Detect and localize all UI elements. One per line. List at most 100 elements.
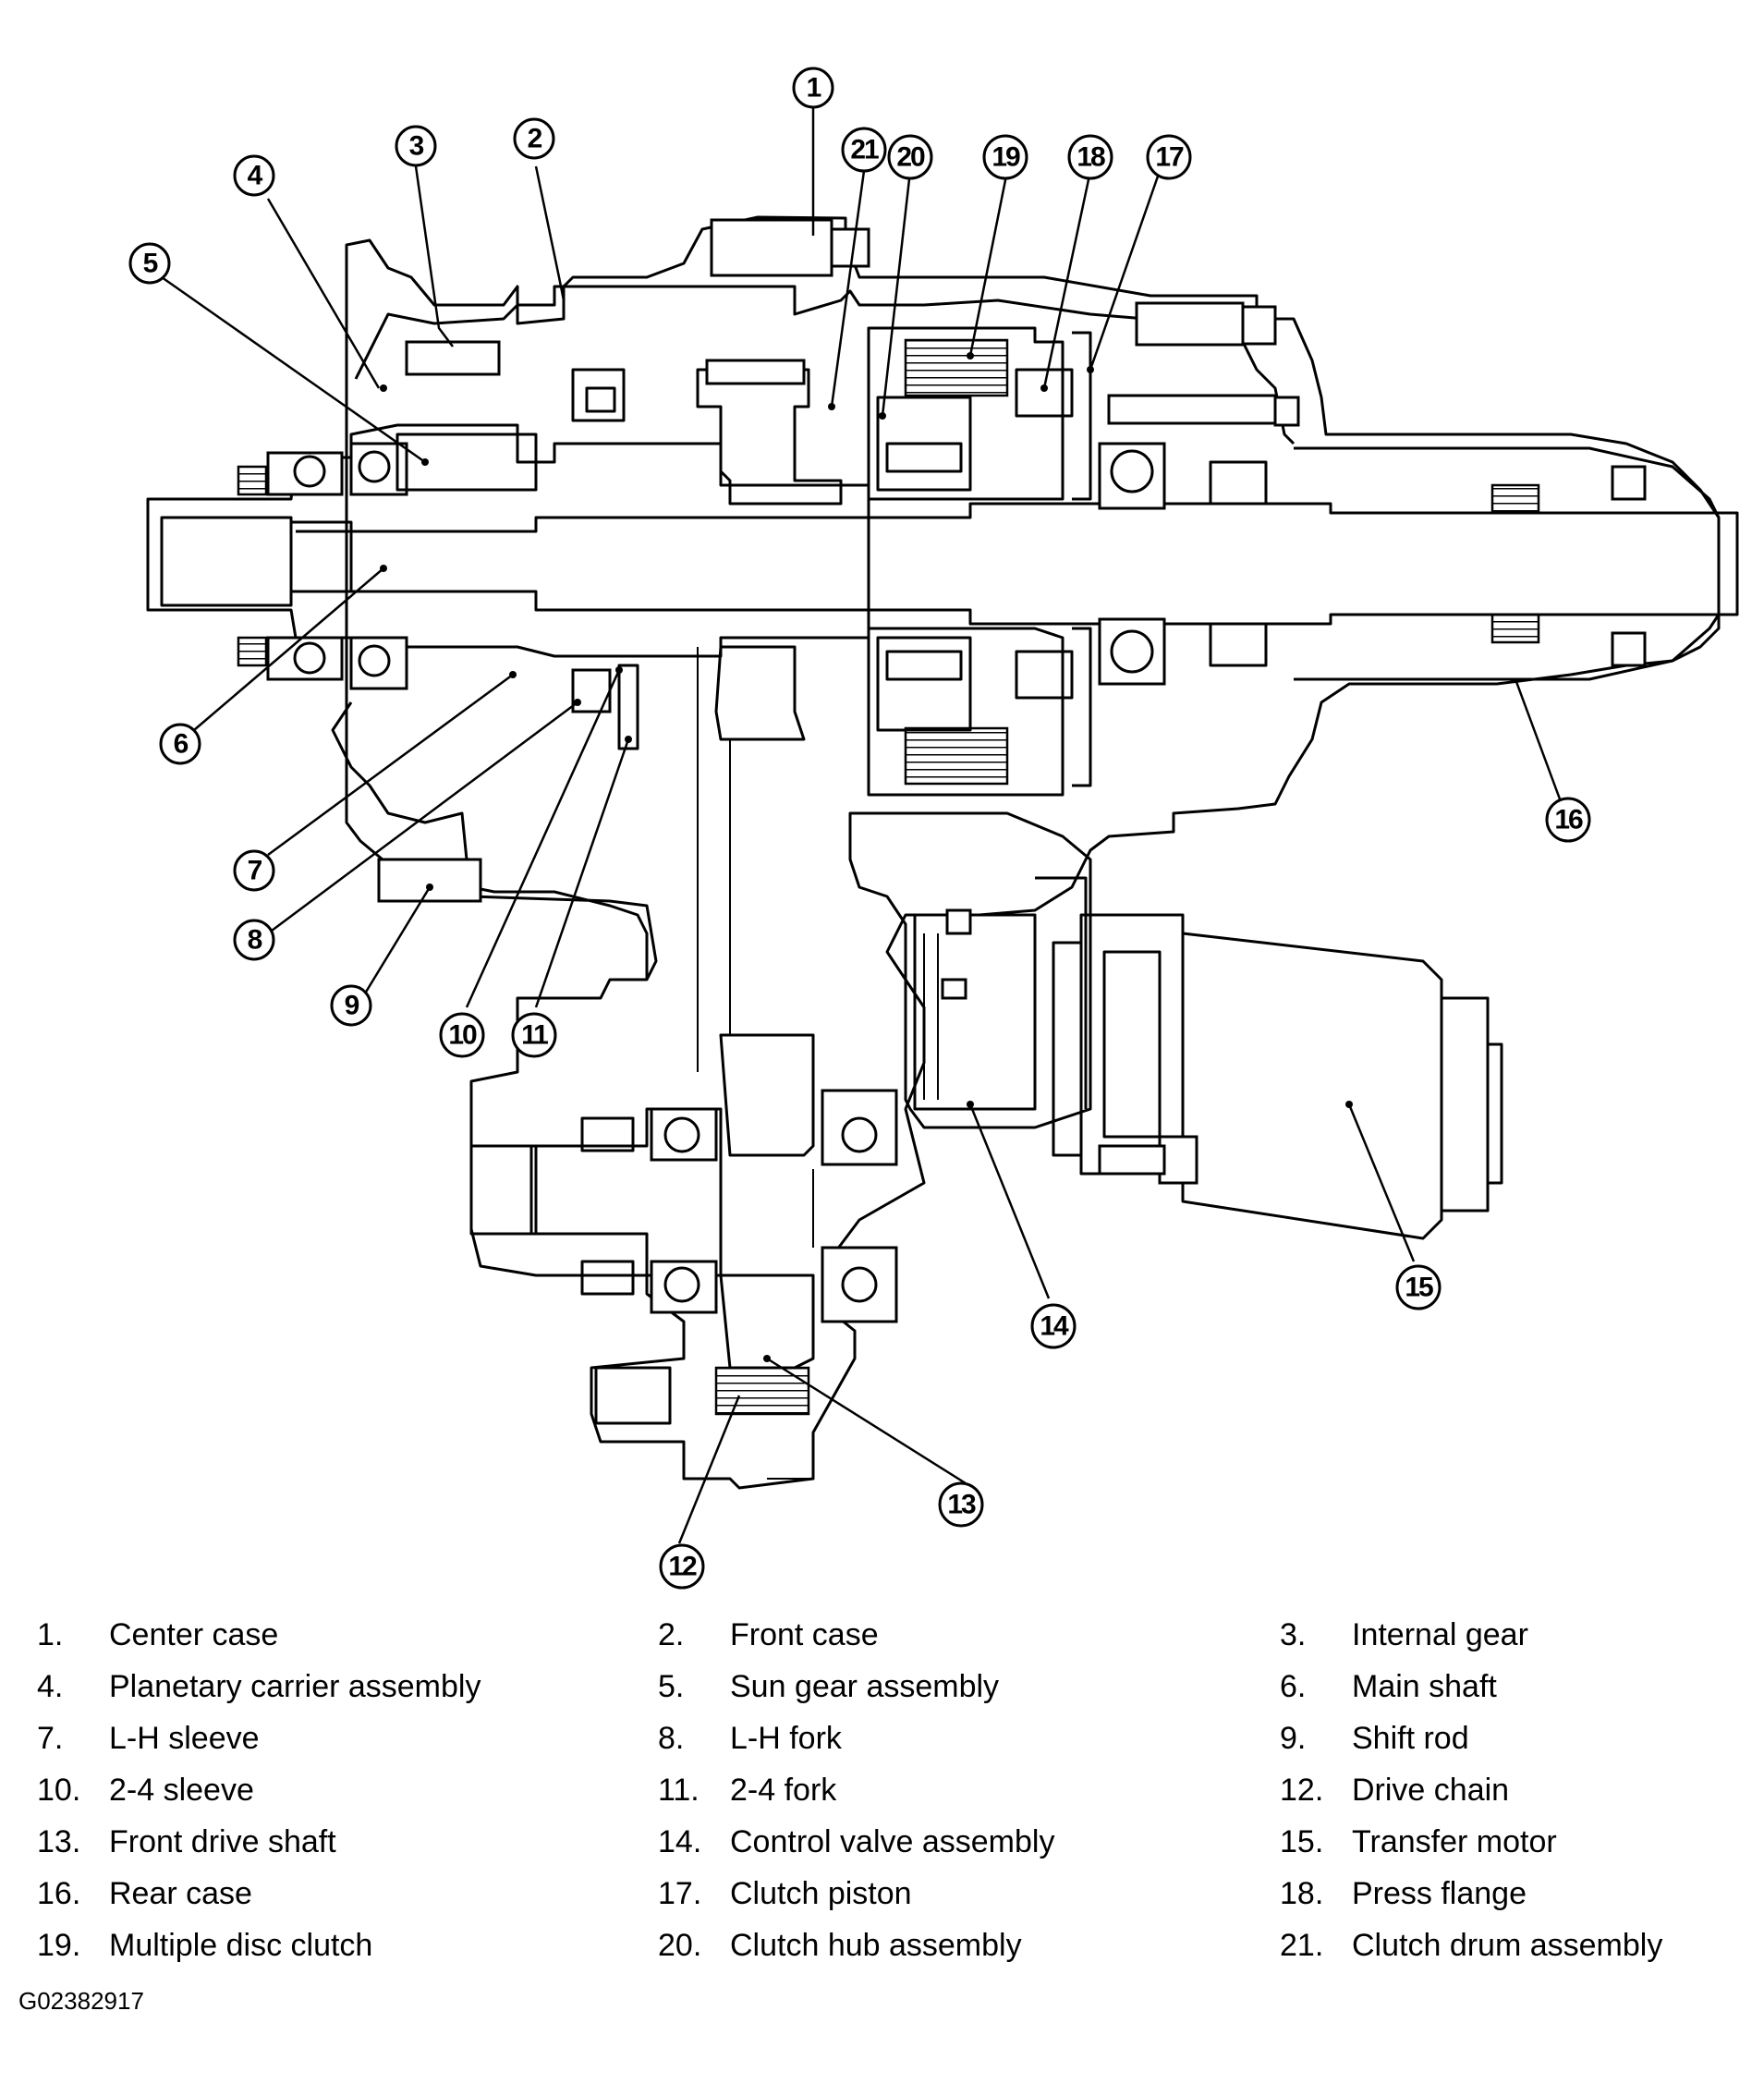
planetary-carrier: [395, 433, 538, 492]
legend-label: Clutch hub assembly: [730, 1928, 1022, 1963]
legend-number: 8.: [658, 1721, 685, 1756]
callout-1: 1: [792, 67, 834, 109]
legend-label: Rear case: [109, 1876, 252, 1911]
svg-text:17: 17: [1155, 142, 1184, 173]
legend-label: L-H sleeve: [109, 1721, 260, 1756]
figure-id: G02382917: [18, 1987, 144, 2015]
leader-lines: [161, 102, 1563, 1544]
legend-number: 11.: [658, 1773, 700, 1808]
legend-label: Internal gear: [1352, 1617, 1528, 1652]
legend-number: 13.: [37, 1824, 81, 1859]
svg-text:20: 20: [896, 142, 925, 173]
legend-number: 10.: [37, 1773, 81, 1808]
legend-label: Front case: [730, 1617, 879, 1652]
svg-text:6: 6: [174, 729, 189, 760]
legend-label: Drive chain: [1352, 1773, 1510, 1808]
two-four-fork: [617, 664, 639, 750]
legend-label: Center case: [109, 1617, 279, 1652]
legend-label: Main shaft: [1352, 1669, 1497, 1704]
rear-case: [1294, 446, 1721, 518]
callout-11: 11: [511, 1012, 557, 1058]
front-case-outline: [354, 285, 1296, 445]
legend-label: 2-4 fork: [730, 1773, 837, 1808]
internal-gear-block: [405, 340, 501, 376]
legend-label: L-H fork: [730, 1721, 842, 1756]
svg-text:1: 1: [807, 73, 821, 104]
callout-4: 4: [233, 154, 275, 197]
legend-label: Front drive shaft: [109, 1824, 336, 1859]
svg-text:2: 2: [528, 124, 542, 154]
svg-text:16: 16: [1554, 805, 1583, 835]
svg-text:21: 21: [850, 135, 879, 165]
svg-text:19: 19: [991, 142, 1020, 173]
transfer-case-cutaway-diagram: 1 2 3 4 5 6 7 8 9 10 11 12 13 14 15 16 1…: [128, 67, 1739, 1590]
center-case-outline: [345, 215, 1721, 1490]
legend-number: 15.: [1280, 1824, 1324, 1859]
legend-number: 18.: [1280, 1876, 1324, 1911]
svg-text:10: 10: [448, 1020, 477, 1051]
front-case-lower: [331, 701, 649, 980]
callout-9: 9: [330, 984, 372, 1027]
legend-number: 7.: [37, 1721, 64, 1756]
front-output-housing: [146, 423, 870, 658]
clutch-drum: [867, 326, 1064, 501]
main-shaft: [296, 502, 1739, 626]
callout-6: 6: [159, 723, 201, 765]
svg-text:18: 18: [1077, 142, 1105, 173]
callout-2: 2: [513, 117, 555, 160]
shift-rod: [377, 858, 482, 903]
legend-number: 16.: [37, 1876, 81, 1911]
callout-21: 21: [841, 127, 887, 173]
rear-bearing-lower: [1098, 617, 1166, 686]
front-output-bearing-upper: [650, 1089, 898, 1166]
callout-12: 12: [659, 1543, 705, 1590]
multiple-disc-clutch-upper: [904, 338, 1009, 397]
front-bearing-lower: [266, 636, 408, 690]
legend-number: 17.: [658, 1876, 702, 1911]
callout-10: 10: [439, 1012, 485, 1058]
svg-text:9: 9: [345, 991, 359, 1021]
callout-15: 15: [1395, 1264, 1442, 1310]
legend-number: 12.: [1280, 1773, 1324, 1808]
legend-number: 2.: [658, 1617, 685, 1652]
legend-label: Transfer motor: [1352, 1824, 1557, 1859]
multiple-disc-clutch-lower: [904, 726, 1009, 786]
legend-number: 4.: [37, 1669, 64, 1704]
legend-number: 21.: [1280, 1928, 1324, 1963]
svg-text:15: 15: [1405, 1273, 1433, 1303]
callout-16: 16: [1545, 797, 1591, 843]
legend-label: Shift rod: [1352, 1721, 1469, 1756]
callout-19: 19: [982, 134, 1028, 180]
callout-3: 3: [395, 125, 437, 167]
legend-label: Press flange: [1352, 1876, 1527, 1911]
legend-number: 14.: [658, 1824, 702, 1859]
parts-legend: 1. Center case 2. Front case 3. Internal ge…: [0, 1613, 1764, 1982]
svg-text:5: 5: [143, 249, 158, 279]
callouts: 1 2 3 4 5 6 7 8 9 10 11 12 13 14 15 16 1…: [128, 67, 1591, 1590]
callout-17: 17: [1146, 134, 1192, 180]
svg-text:11: 11: [521, 1020, 548, 1051]
svg-text:7: 7: [248, 856, 262, 886]
callout-13: 13: [938, 1481, 984, 1528]
legend-number: 3.: [1280, 1617, 1307, 1652]
callout-8: 8: [233, 919, 275, 961]
legend-number: 9.: [1280, 1721, 1307, 1756]
svg-text:3: 3: [409, 131, 424, 162]
legend-label: Clutch piston: [730, 1876, 912, 1911]
legend-number: 6.: [1280, 1669, 1307, 1704]
svg-text:4: 4: [248, 161, 263, 191]
front-output-bearing-lower: [650, 1246, 898, 1323]
svg-text:13: 13: [947, 1490, 976, 1520]
legend-number: 1.: [37, 1617, 64, 1652]
legend-number: 20.: [658, 1928, 702, 1963]
legend-label: Multiple disc clutch: [109, 1928, 373, 1963]
legend-label: Planetary carrier assembly: [109, 1669, 481, 1704]
cutaway-drawing: [146, 215, 1739, 1490]
callout-18: 18: [1067, 134, 1113, 180]
rear-bearing-upper: [1098, 442, 1166, 510]
legend-label: Clutch drum assembly: [1352, 1928, 1663, 1963]
svg-text:8: 8: [248, 925, 262, 956]
svg-text:12: 12: [668, 1552, 697, 1582]
chain-sprocket-column: [696, 368, 843, 506]
legend-label: Sun gear assembly: [730, 1669, 1000, 1704]
